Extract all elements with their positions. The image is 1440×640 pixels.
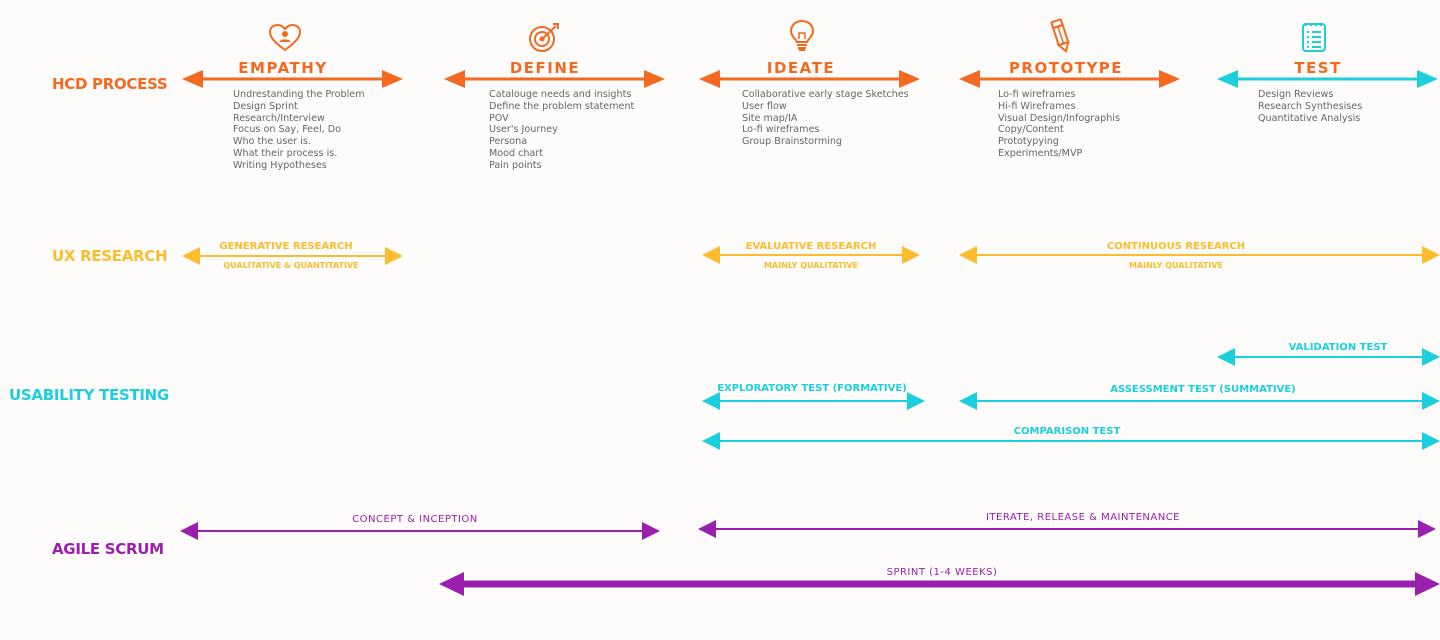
list-item: Hi-fi Wireframes	[998, 100, 1076, 112]
row-label-ux: UX RESEARCH	[52, 247, 168, 265]
sprint-arrow	[439, 572, 1440, 596]
list-item: POV	[489, 112, 509, 124]
phase-list-prototype: Lo-fi wireframes Hi-fi Wireframes Visual…	[998, 89, 1120, 160]
concept-inception-label: CONCEPT & INCEPTION	[352, 514, 478, 525]
heart-user-icon	[268, 23, 302, 53]
generative-arrow	[182, 247, 403, 265]
empathy-arrow	[182, 70, 403, 88]
pencil-icon	[1049, 18, 1073, 54]
continuous-research-sub: MAINLY QUALITATIVE	[1128, 261, 1224, 270]
list-item: Design Reviews	[1258, 89, 1334, 100]
phase-list-test: Design Reviews Research Synthesises Quan…	[1258, 89, 1362, 124]
list-item: Prototypying	[998, 136, 1059, 148]
list-item: Pain points	[489, 159, 542, 171]
phase-title-ideate: IDEATE	[766, 59, 836, 77]
list-item: Group Brainstorming	[742, 136, 842, 148]
row-label-agile: AGILE SCRUM	[52, 540, 164, 558]
lightbulb-icon	[789, 19, 815, 53]
concept-arrow	[180, 522, 660, 540]
list-item: User flow	[742, 100, 787, 112]
evaluative-research-label: EVALUATIVE RESEARCH	[745, 241, 877, 252]
list-item: Persona	[489, 136, 528, 148]
continuous-arrow	[959, 246, 1440, 264]
assessment-arrow	[959, 392, 1440, 410]
list-item: Experiments/MVP	[998, 147, 1083, 159]
iterate-release-label: ITERATE, RELEASE & MAINTENANCE	[985, 512, 1180, 523]
prototype-arrow	[959, 70, 1180, 88]
list-item: What their process is.	[233, 147, 338, 159]
phase-title-define: DEFINE	[509, 59, 581, 77]
phase-title-test: TEST	[1294, 59, 1342, 77]
generative-research-sub: QUALITATIVE & QUANTITATIVE	[223, 261, 359, 270]
row-label-usability: USABILITY TESTING	[9, 386, 169, 404]
target-icon	[527, 22, 561, 54]
iterate-arrow	[698, 520, 1436, 538]
phase-title-empathy: EMPATHY	[238, 59, 328, 77]
define-arrow	[444, 70, 665, 88]
comparison-test-label: COMPARISON TEST	[1013, 426, 1121, 437]
continuous-research-label: CONTINUOUS RESEARCH	[1106, 241, 1246, 252]
phase-list-ideate: Collaborative early stage Sketches User …	[742, 89, 909, 148]
checklist-icon	[1300, 21, 1328, 53]
list-item: Collaborative early stage Sketches	[742, 89, 909, 100]
list-item: Undrestanding the Problem	[233, 89, 365, 100]
list-item: Define the problem statement	[489, 100, 635, 112]
comparison-arrow	[702, 432, 1440, 450]
list-item: Site map/IA	[742, 112, 798, 124]
evaluative-research-sub: MAINLY QUALITATIVE	[763, 261, 859, 270]
sprint-label: SPRINT (1-4 WEEKS)	[886, 567, 998, 578]
list-item: Catalouge needs and insights	[489, 89, 632, 100]
phase-list-empathy: Undrestanding the Problem Design Sprint …	[233, 89, 365, 172]
list-item: Writing Hypotheses	[233, 159, 327, 171]
validation-test-label: VALIDATION TEST	[1288, 342, 1388, 353]
list-item: Research Synthesises	[1258, 100, 1363, 112]
exploratory-test-label: EXPLORATORY TEST (FORMATIVE)	[717, 383, 907, 394]
list-item: Mood chart	[489, 147, 544, 159]
list-item: Focus on Say, Feel, Do	[233, 124, 342, 136]
test-arrow	[1217, 70, 1438, 88]
phase-title-prototype: PROTOTYPE	[1008, 59, 1124, 77]
validation-arrow	[1217, 348, 1440, 366]
list-item: Copy/Content	[998, 124, 1064, 136]
list-item: Lo-fi wireframes	[742, 124, 820, 136]
evaluative-arrow	[702, 246, 920, 264]
list-item: Design Sprint	[233, 100, 298, 112]
list-item: Quantitative Analysis	[1258, 112, 1361, 124]
list-item: Visual Design/Infographis	[998, 112, 1120, 124]
row-label-hcd: HCD PROCESS	[52, 75, 168, 93]
list-item: User's Journey	[489, 124, 558, 136]
assessment-test-label: ASSESSMENT TEST (SUMMATIVE)	[1110, 384, 1296, 395]
phase-list-define: Catalouge needs and insights Define the …	[489, 89, 634, 172]
ideate-arrow	[699, 70, 920, 88]
list-item: Who the user is.	[233, 136, 311, 148]
list-item: Research/Interview	[233, 112, 325, 124]
generative-research-label: GENERATIVE RESEARCH	[219, 241, 353, 252]
list-item: Lo-fi wireframes	[998, 89, 1076, 100]
exploratory-arrow	[702, 392, 925, 410]
